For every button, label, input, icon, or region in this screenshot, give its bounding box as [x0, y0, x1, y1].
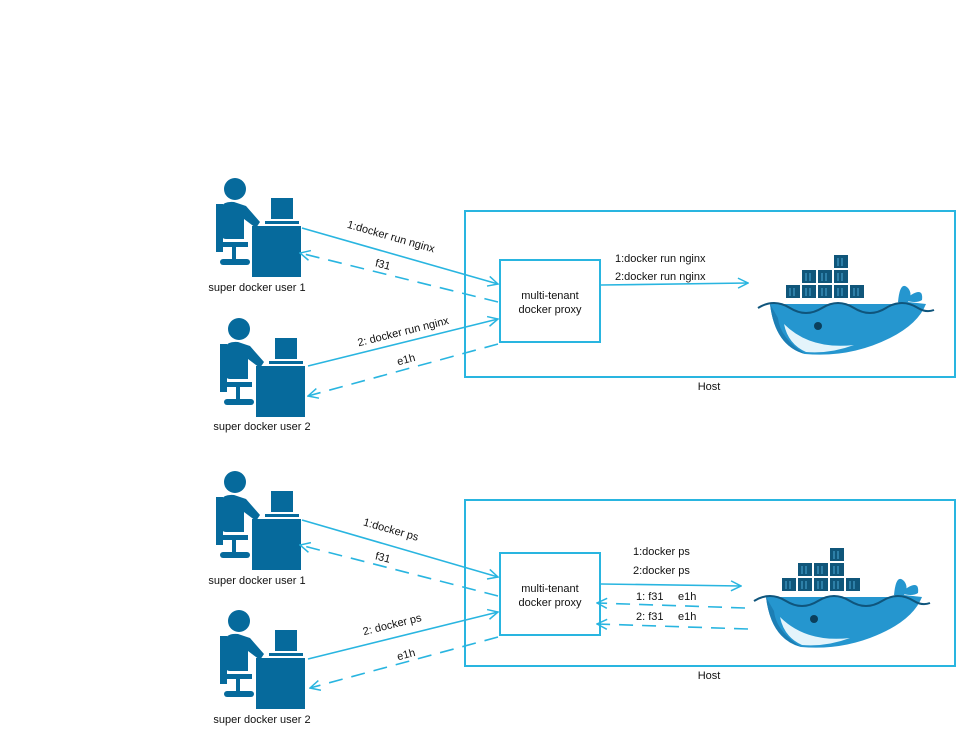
user1-response-label: f31: [374, 257, 392, 272]
proxy-to-host-arrow: [600, 584, 741, 586]
docker-whale-icon: [757, 254, 935, 356]
user1-response-arrow: [300, 545, 499, 597]
user1-request-label: 1:docker run nginx: [346, 219, 437, 256]
host-label: Host: [698, 381, 721, 393]
user2-request-arrow: [307, 319, 498, 367]
user2-request-arrow: [307, 612, 498, 660]
user1-request-arrow: [301, 227, 498, 284]
proxy-box: [499, 259, 601, 343]
user2-request-label: 2: docker ps: [362, 612, 424, 638]
host-to-proxy-label-1: 1: f31: [636, 591, 664, 603]
proxy-to-host-label-1: 1:docker run nginx: [615, 253, 706, 265]
user1-label: super docker user 1: [208, 575, 305, 587]
user2-response-label: e1h: [396, 647, 417, 663]
user1-response-label: f31: [374, 550, 392, 565]
user1-response-arrow: [300, 253, 499, 303]
proxy-to-host-label-2: 2:docker ps: [633, 565, 690, 577]
user2-response-label: e1h: [396, 352, 417, 368]
proxy-label-line1: multi-tenant: [521, 290, 578, 302]
user2-request-label: 2: docker run nginx: [356, 315, 450, 349]
user1-request-arrow: [301, 519, 498, 577]
host-to-proxy-arrow-2: [597, 624, 749, 629]
proxy-to-host-label-1: 1:docker ps: [633, 546, 690, 558]
proxy-label-line1: multi-tenant: [521, 583, 578, 595]
host-to-proxy-label-2: 2: f31: [636, 611, 664, 623]
host-to-proxy-label-1b: e1h: [678, 591, 696, 603]
user2-response-arrow: [310, 636, 499, 688]
user2-response-arrow: [308, 343, 499, 396]
user-at-desk-icon: [220, 318, 305, 417]
proxy-to-host-label-2: 2:docker run nginx: [615, 271, 706, 283]
proxy-box: [499, 552, 601, 636]
proxy-label-line2: docker proxy: [519, 597, 582, 609]
user2-label: super docker user 2: [213, 421, 310, 433]
top-panel: Host super docker user 1 super docker us…: [208, 178, 956, 433]
docker-whale-icon: [753, 547, 931, 649]
user-at-desk-icon: [216, 471, 301, 570]
host-box: [464, 499, 956, 667]
proxy-label-line2: docker proxy: [519, 304, 582, 316]
host-to-proxy-arrow-1: [597, 603, 746, 608]
user-at-desk-icon: [220, 610, 305, 709]
proxy-to-host-arrow: [600, 283, 748, 285]
user1-label: super docker user 1: [208, 282, 305, 294]
user2-label: super docker user 2: [213, 714, 310, 726]
bottom-panel: Host super docker user 1 super docker us…: [208, 471, 956, 726]
user-at-desk-icon: [216, 178, 301, 277]
host-to-proxy-label-2b: e1h: [678, 611, 696, 623]
host-label: Host: [698, 670, 721, 682]
